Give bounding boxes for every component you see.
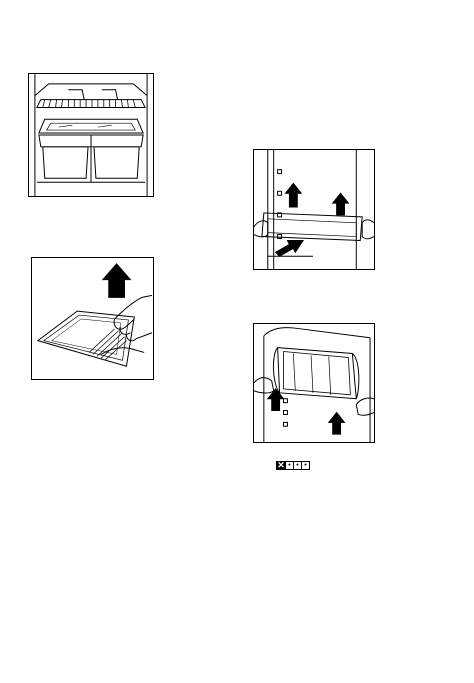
- dot-icon: •: [302, 461, 310, 470]
- fridge-shelves-illustration: [28, 73, 154, 197]
- door-bottle-shelf-removal-illustration: [253, 149, 375, 270]
- arrow-up-icon: [101, 263, 132, 298]
- dot-icon: •: [286, 461, 294, 470]
- x-mark-icon: ✕: [276, 460, 286, 470]
- arrow-up-icon: [266, 388, 285, 412]
- drawer-cover-removal-illustration: [31, 257, 154, 380]
- dairy-compartment-removal-illustration: [253, 323, 375, 443]
- dot-icon: •: [294, 461, 302, 470]
- disposal-symbol-icon: ✕ • • •: [276, 461, 310, 470]
- arrow-up-icon: [327, 411, 346, 435]
- arrow-out-icon: [274, 239, 305, 257]
- arrow-up-icon: [331, 192, 350, 216]
- arrow-up-icon: [284, 182, 303, 208]
